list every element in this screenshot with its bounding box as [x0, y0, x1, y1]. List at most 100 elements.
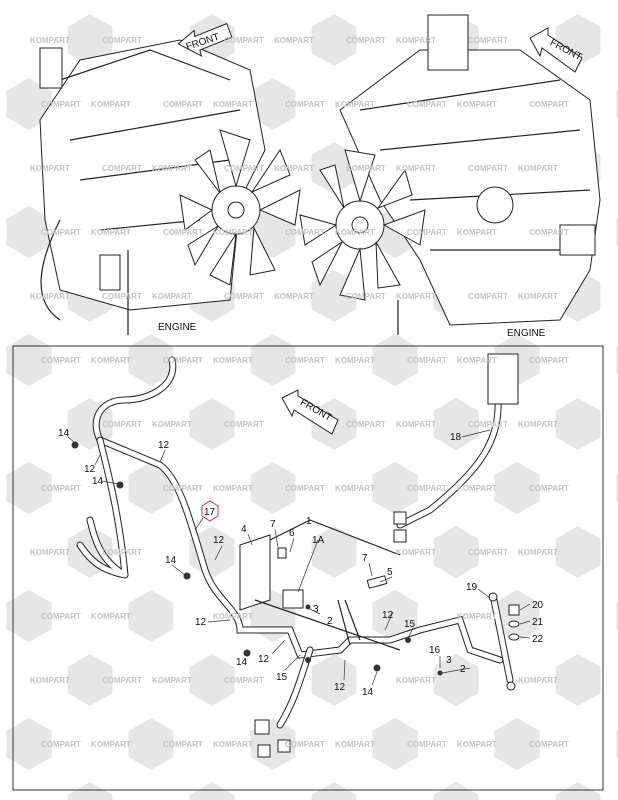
- svg-text:17: 17: [204, 507, 216, 518]
- watermark-text: KOMPART: [152, 292, 192, 301]
- watermark-text: KOMPART: [91, 356, 131, 365]
- callout[interactable]: 14: [92, 476, 104, 487]
- watermark-text: COMPART: [163, 100, 203, 109]
- watermark-text: COMPART: [346, 164, 386, 173]
- watermark-logo: [6, 206, 52, 258]
- watermark-logo: [189, 654, 235, 706]
- callout[interactable]: 4: [241, 524, 247, 535]
- callout[interactable]: 12: [195, 617, 207, 628]
- watermark-text: COMPART: [224, 292, 264, 301]
- callout[interactable]: 3: [313, 604, 319, 615]
- watermark-text: COMPART: [529, 228, 569, 237]
- watermark-text: KOMPART: [274, 36, 314, 45]
- watermark-text: COMPART: [346, 292, 386, 301]
- watermark-logo: [555, 782, 601, 800]
- watermark-logo: [311, 782, 357, 800]
- watermark-text: COMPART: [224, 36, 264, 45]
- callout[interactable]: 21: [532, 617, 544, 628]
- watermark-text: KOMPART: [91, 612, 131, 621]
- callout[interactable]: 1: [306, 516, 312, 527]
- watermark-text: COMPART: [41, 100, 81, 109]
- watermark-text: KOMPART: [213, 740, 253, 749]
- callout[interactable]: 12: [158, 440, 170, 451]
- watermark-text: COMPART: [407, 228, 447, 237]
- callout[interactable]: 18: [450, 432, 462, 443]
- watermark-text: COMPART: [224, 164, 264, 173]
- callout[interactable]: 3: [446, 655, 452, 666]
- callout[interactable]: 14: [236, 657, 248, 668]
- callout[interactable]: 15: [404, 619, 416, 630]
- callout[interactable]: 19: [466, 582, 478, 593]
- callout[interactable]: 12: [334, 682, 346, 693]
- watermark-text: COMPART: [346, 36, 386, 45]
- watermark-text: COMPART: [468, 548, 508, 557]
- callout[interactable]: 1A: [312, 535, 325, 546]
- callout[interactable]: 7: [270, 519, 276, 530]
- watermark-text: KOMPART: [396, 676, 436, 685]
- watermark-text: COMPART: [529, 740, 569, 749]
- watermark-text: KOMPART: [152, 164, 192, 173]
- callout[interactable]: 2: [327, 616, 333, 627]
- callout[interactable]: 14: [165, 555, 177, 566]
- watermark-text: KOMPART: [396, 164, 436, 173]
- callout[interactable]: 22: [532, 634, 544, 645]
- engine-label: ENGINE: [507, 328, 546, 339]
- watermark-text: KOMPART: [274, 292, 314, 301]
- callout[interactable]: 5: [387, 567, 393, 578]
- watermark-text: KOMPART: [518, 676, 558, 685]
- callout[interactable]: 12: [382, 610, 394, 621]
- engine-label: ENGINE: [158, 322, 197, 333]
- watermark-text: KOMPART: [30, 676, 70, 685]
- watermark-text: COMPART: [529, 484, 569, 493]
- callout[interactable]: 12: [84, 464, 96, 475]
- watermark-text: COMPART: [407, 484, 447, 493]
- watermark-text: COMPART: [407, 740, 447, 749]
- watermark-text: COMPART: [102, 676, 142, 685]
- watermark-text: KOMPART: [30, 548, 70, 557]
- watermark-text: COMPART: [224, 420, 264, 429]
- watermark-text: KOMPART: [91, 228, 131, 237]
- watermark-logo: [433, 398, 479, 450]
- watermark-logo: [555, 398, 601, 450]
- watermark-text: COMPART: [102, 548, 142, 557]
- callout[interactable]: 6: [289, 528, 295, 539]
- watermark-logo: [6, 462, 52, 514]
- watermark-text: COMPART: [102, 292, 142, 301]
- watermark-logo: [6, 78, 52, 130]
- callout[interactable]: 20: [532, 600, 544, 611]
- watermark-logo: [372, 590, 418, 642]
- watermark-text: COMPART: [163, 228, 203, 237]
- callout-17-highlighted[interactable]: 17: [194, 500, 219, 531]
- watermark-text: KOMPART: [518, 548, 558, 557]
- watermark-text: COMPART: [285, 740, 325, 749]
- watermark-text: KOMPART: [396, 548, 436, 557]
- watermark-text: KOMPART: [457, 228, 497, 237]
- callout[interactable]: 12: [258, 654, 270, 665]
- watermark-text: COMPART: [407, 356, 447, 365]
- watermark-text: COMPART: [285, 100, 325, 109]
- callout[interactable]: 12: [213, 535, 225, 546]
- watermark-text: COMPART: [41, 228, 81, 237]
- watermark-text: COMPART: [102, 36, 142, 45]
- watermark-logo: [189, 782, 235, 800]
- watermark-text: KOMPART: [518, 292, 558, 301]
- watermark-logo: [433, 782, 479, 800]
- watermark-text: COMPART: [529, 356, 569, 365]
- callout[interactable]: 2: [460, 664, 466, 675]
- callout[interactable]: 16: [429, 645, 441, 656]
- watermark-text: KOMPART: [213, 356, 253, 365]
- watermark-text: KOMPART: [518, 420, 558, 429]
- watermark-text: COMPART: [41, 612, 81, 621]
- callout[interactable]: 14: [58, 428, 70, 439]
- watermark-text: COMPART: [468, 292, 508, 301]
- watermark-logo: [555, 654, 601, 706]
- watermark-text: COMPART: [468, 36, 508, 45]
- watermark-text: COMPART: [346, 420, 386, 429]
- watermark-text: KOMPART: [30, 164, 70, 173]
- callout[interactable]: 15: [276, 672, 288, 683]
- callout[interactable]: 14: [362, 687, 374, 698]
- watermark-text: COMPART: [41, 484, 81, 493]
- watermark-text: KOMPART: [396, 420, 436, 429]
- callout[interactable]: 7: [362, 553, 368, 564]
